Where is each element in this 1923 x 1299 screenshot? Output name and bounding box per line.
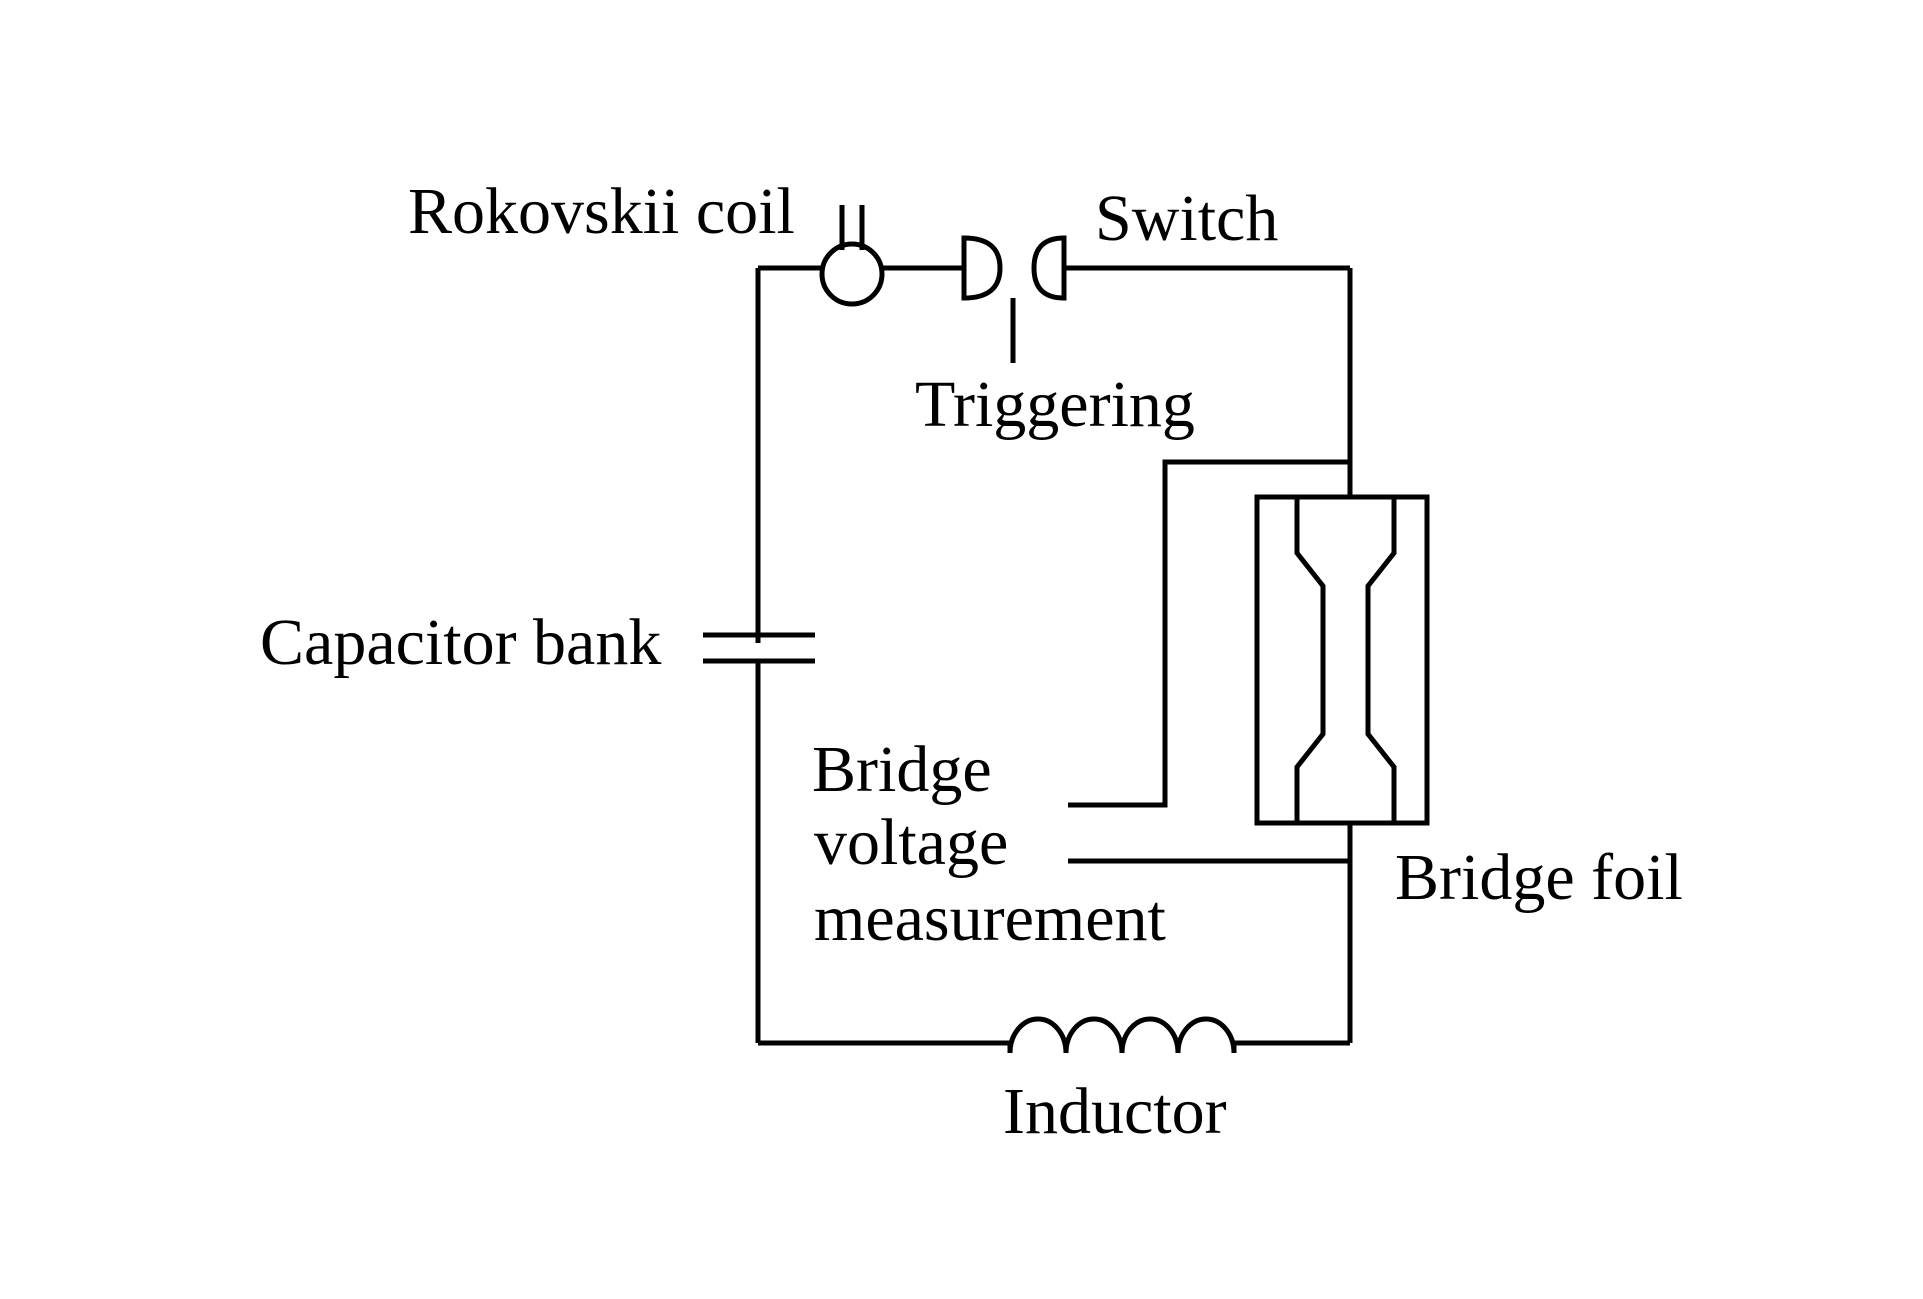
- label-capacitor-bank: Capacitor bank: [260, 606, 661, 679]
- label-rokovskii-coil: Rokovskii coil: [408, 175, 795, 248]
- label-triggering: Triggering: [915, 368, 1195, 441]
- label-switch: Switch: [1095, 182, 1278, 255]
- label-bridge-voltage-line3: measurement: [814, 882, 1166, 955]
- label-bridge-voltage-line1: Bridge: [812, 733, 992, 806]
- voltage-measurement-leads: [1068, 459, 1350, 864]
- inductor-symbol: [1007, 1016, 1237, 1054]
- switch-symbol: [961, 235, 1067, 363]
- label-bridge-foil: Bridge foil: [1395, 841, 1683, 914]
- bridge-foil-symbol: [1254, 494, 1430, 826]
- label-bridge-voltage-line2: voltage: [814, 806, 1008, 879]
- label-inductor: Inductor: [1003, 1075, 1227, 1148]
- rokovskii-coil-symbol: [819, 205, 885, 307]
- capacitor-bank-symbol: [703, 632, 815, 664]
